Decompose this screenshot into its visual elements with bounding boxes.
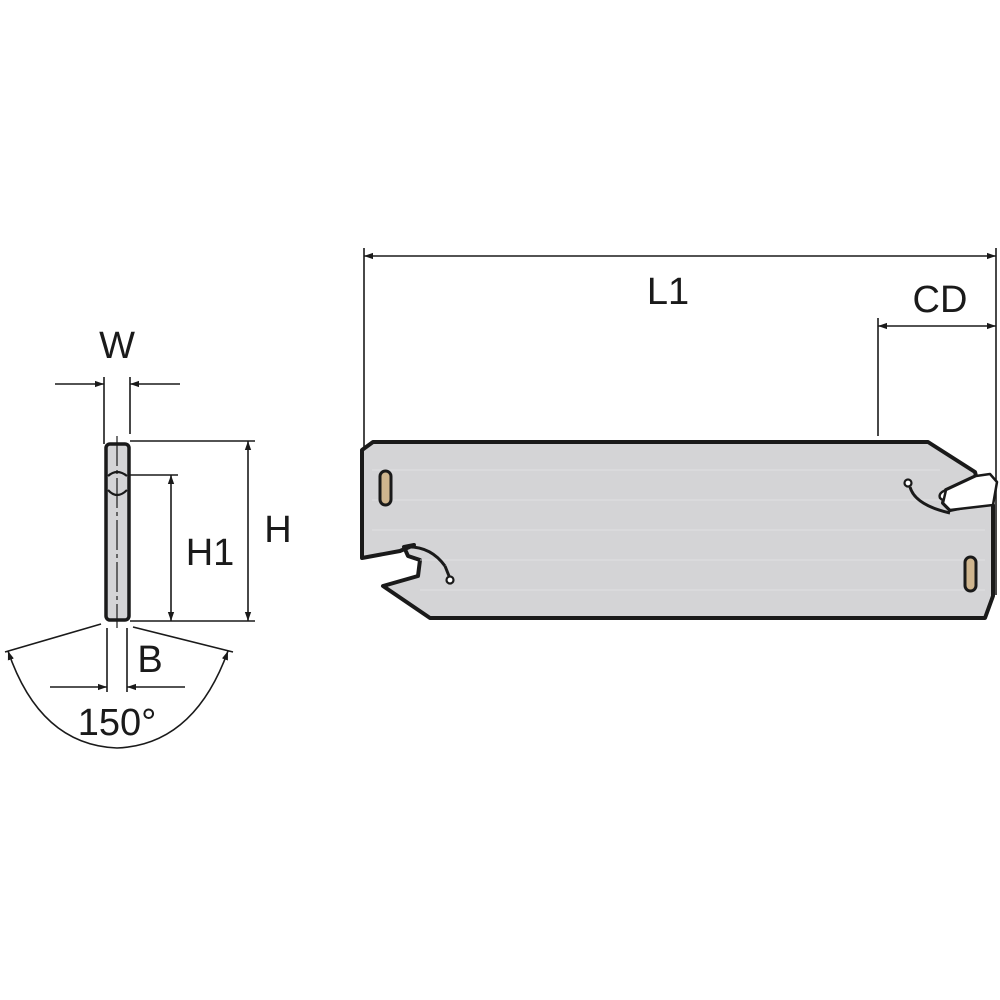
cutting-insert	[941, 472, 999, 512]
label-h1: H1	[186, 532, 235, 574]
dimension-cd: CD	[877, 279, 996, 436]
dimension-h: H	[130, 440, 292, 622]
front-view: L1 CD	[360, 248, 999, 620]
left-insert-pocket	[403, 545, 455, 585]
dimension-angle: 150°	[4, 623, 234, 749]
side-view: W H H1 B 150°	[4, 325, 292, 749]
label-l1: L1	[647, 271, 689, 313]
blade-body	[360, 440, 995, 620]
slot-right	[963, 555, 978, 593]
blade-cross-section	[104, 436, 131, 628]
dimension-l1: L1	[363, 248, 997, 595]
label-w: W	[99, 325, 135, 367]
dimension-h1: H1	[130, 474, 235, 621]
label-b: B	[137, 639, 162, 681]
label-cd: CD	[913, 279, 968, 321]
dimension-w: W	[55, 325, 180, 444]
label-h: H	[264, 509, 291, 551]
slot-left	[378, 469, 393, 507]
label-angle: 150°	[78, 702, 157, 744]
dimension-b: B	[50, 628, 185, 692]
